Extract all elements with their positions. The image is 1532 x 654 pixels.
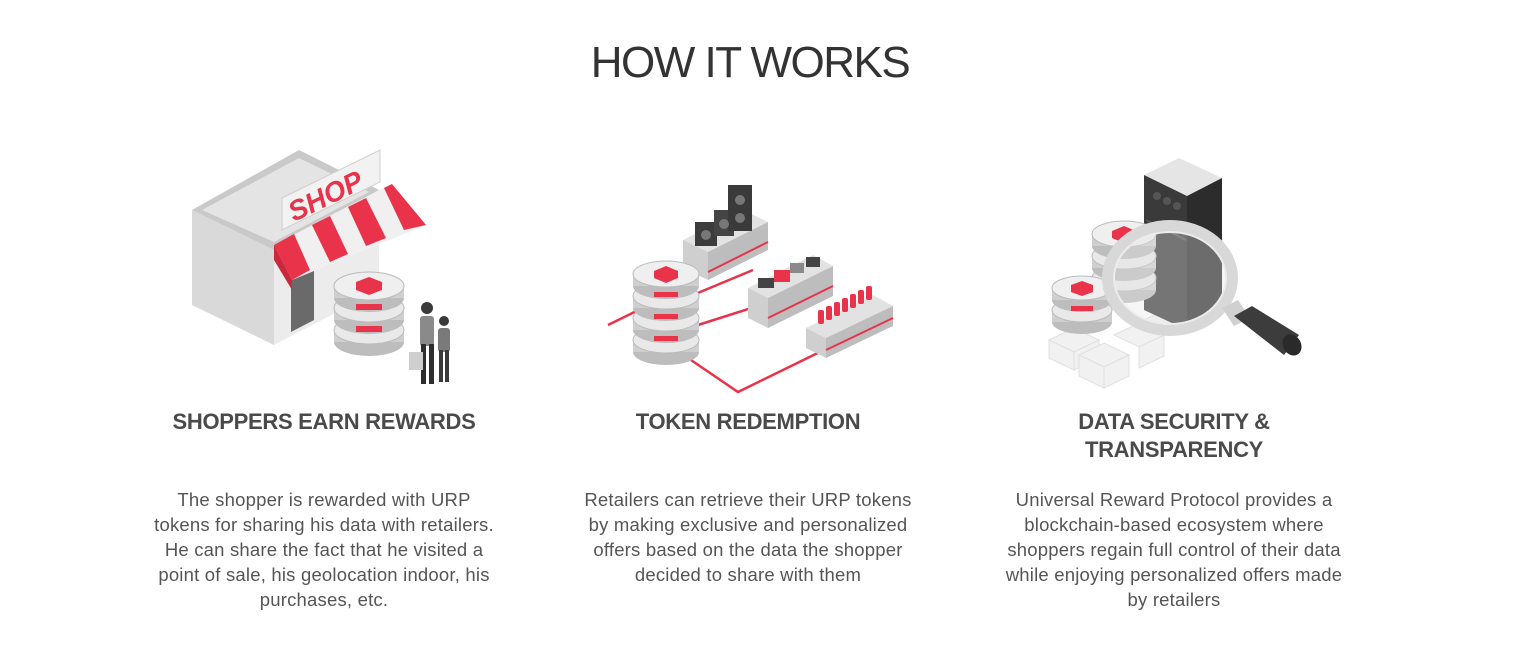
coin-stack-front	[1051, 275, 1113, 334]
shoppers-figures	[409, 302, 450, 384]
step-token-redemption: TOKEN REDEMPTION Retailers can retrieve …	[568, 130, 928, 585]
step-heading: TOKEN REDEMPTION	[635, 409, 861, 434]
shop-icon: SHOP	[192, 149, 450, 384]
token-network-icon	[607, 185, 894, 394]
data-security-illustration	[994, 130, 1354, 400]
step-description: Universal Reward Protocol provides a blo…	[1005, 489, 1343, 610]
step-heading: SHOPPERS EARN REWARDS	[172, 409, 476, 434]
step-heading-line2: TRANSPARENCY	[1084, 437, 1264, 462]
shop-illustration: SHOP	[144, 130, 504, 400]
speakers-block	[683, 185, 769, 280]
coin-stack	[632, 260, 700, 365]
gadgets-block	[748, 255, 834, 328]
step-shoppers-earn-rewards: SHOP	[144, 130, 504, 610]
step-description: Retailers can retrieve their URP tokens …	[584, 489, 912, 585]
coin-stack	[333, 271, 405, 356]
bottles-block	[806, 286, 894, 358]
section-title: HOW IT WORKS	[590, 38, 911, 87]
step-heading: DATA SECURITY & TRANSPARENCY	[994, 408, 1354, 464]
step-heading-line1: DATA SECURITY &	[1078, 409, 1270, 434]
step-data-security: DATA SECURITY & TRANSPARENCY Universal R…	[994, 130, 1354, 610]
step-description: The shopper is rewarded with URP tokens …	[154, 489, 494, 610]
awning	[274, 184, 426, 290]
token-redemption-illustration	[568, 130, 928, 400]
magnifier-server-icon	[1047, 158, 1302, 389]
magnifying-glass	[1102, 220, 1302, 356]
